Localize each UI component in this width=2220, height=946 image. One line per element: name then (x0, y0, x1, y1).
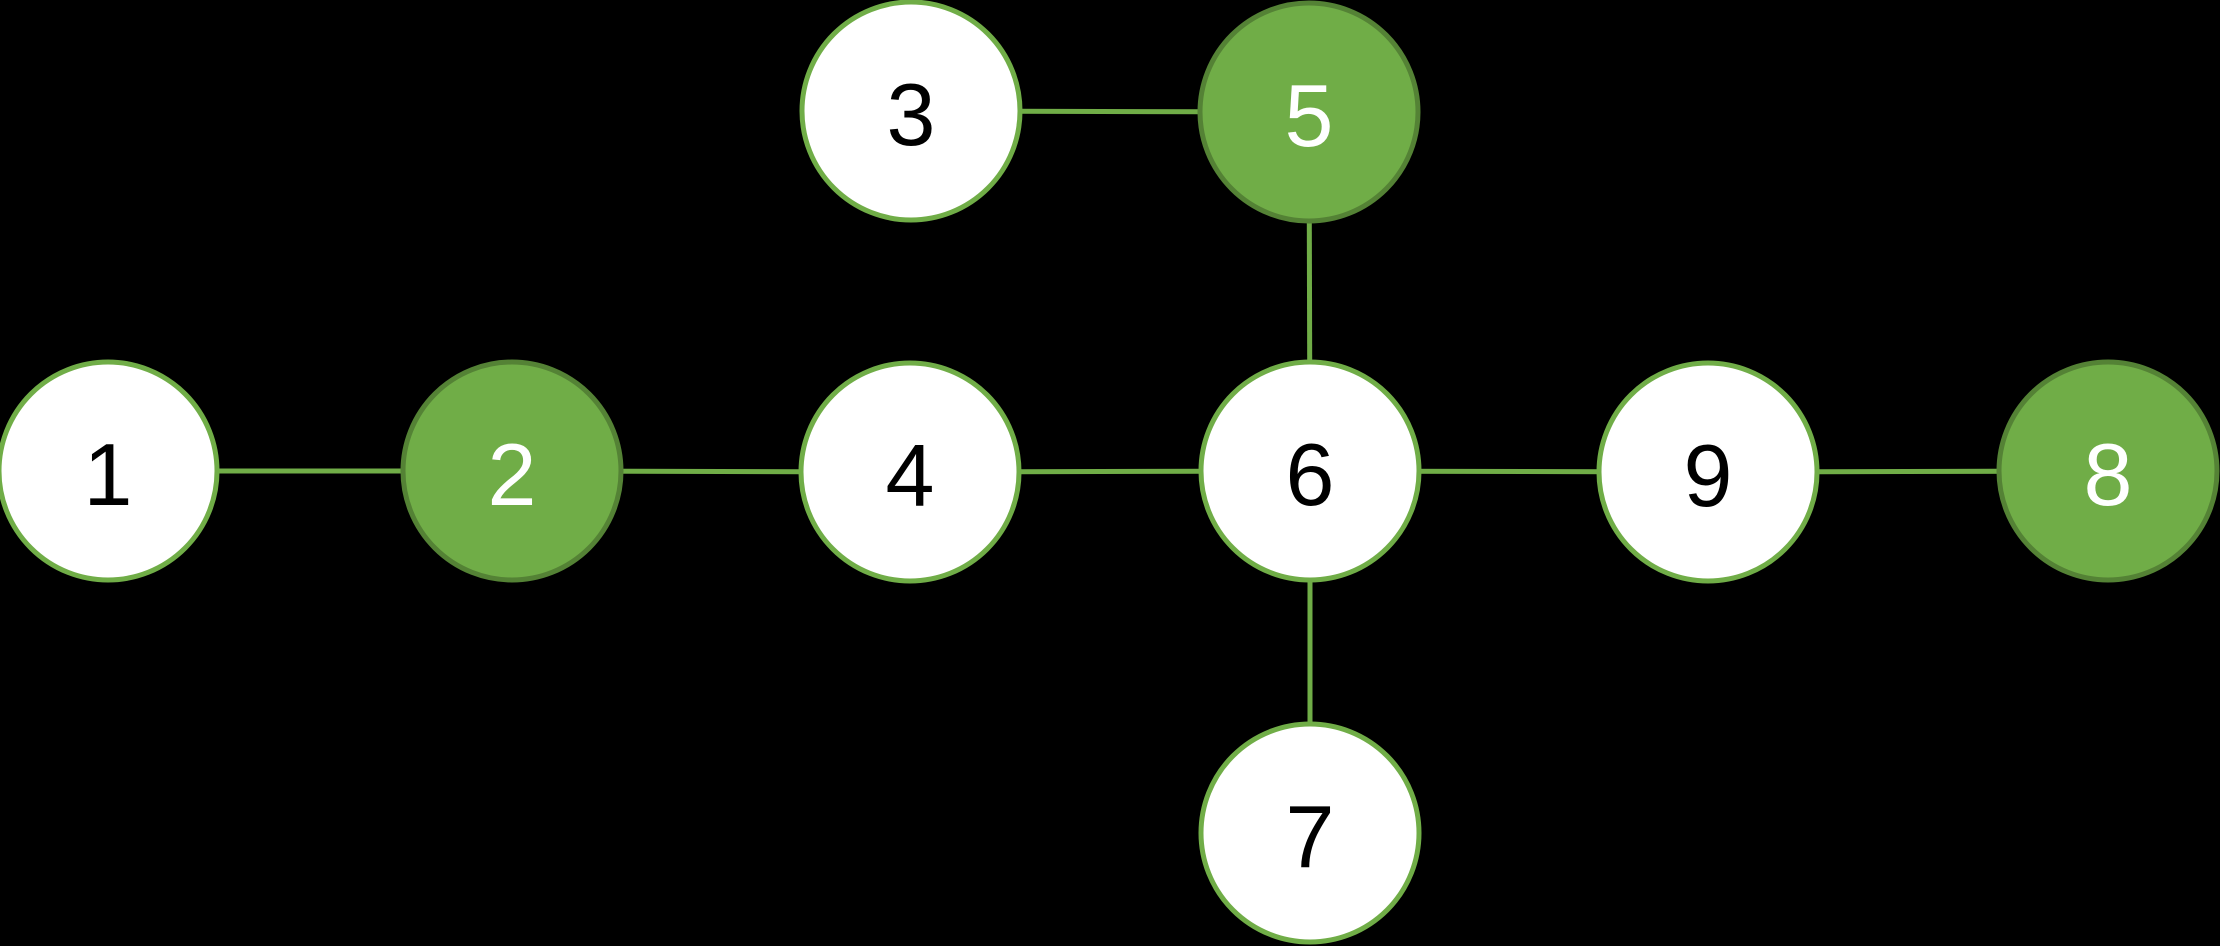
node-5 (1197, 0, 1421, 224)
node-7 (1198, 721, 1422, 945)
node-2 (400, 359, 624, 583)
node-6 (1198, 359, 1422, 583)
node-3 (799, 0, 1023, 223)
node-9 (1596, 360, 1820, 584)
node-8 (1996, 359, 2220, 583)
node-1 (0, 359, 220, 583)
node-4 (798, 360, 1022, 584)
